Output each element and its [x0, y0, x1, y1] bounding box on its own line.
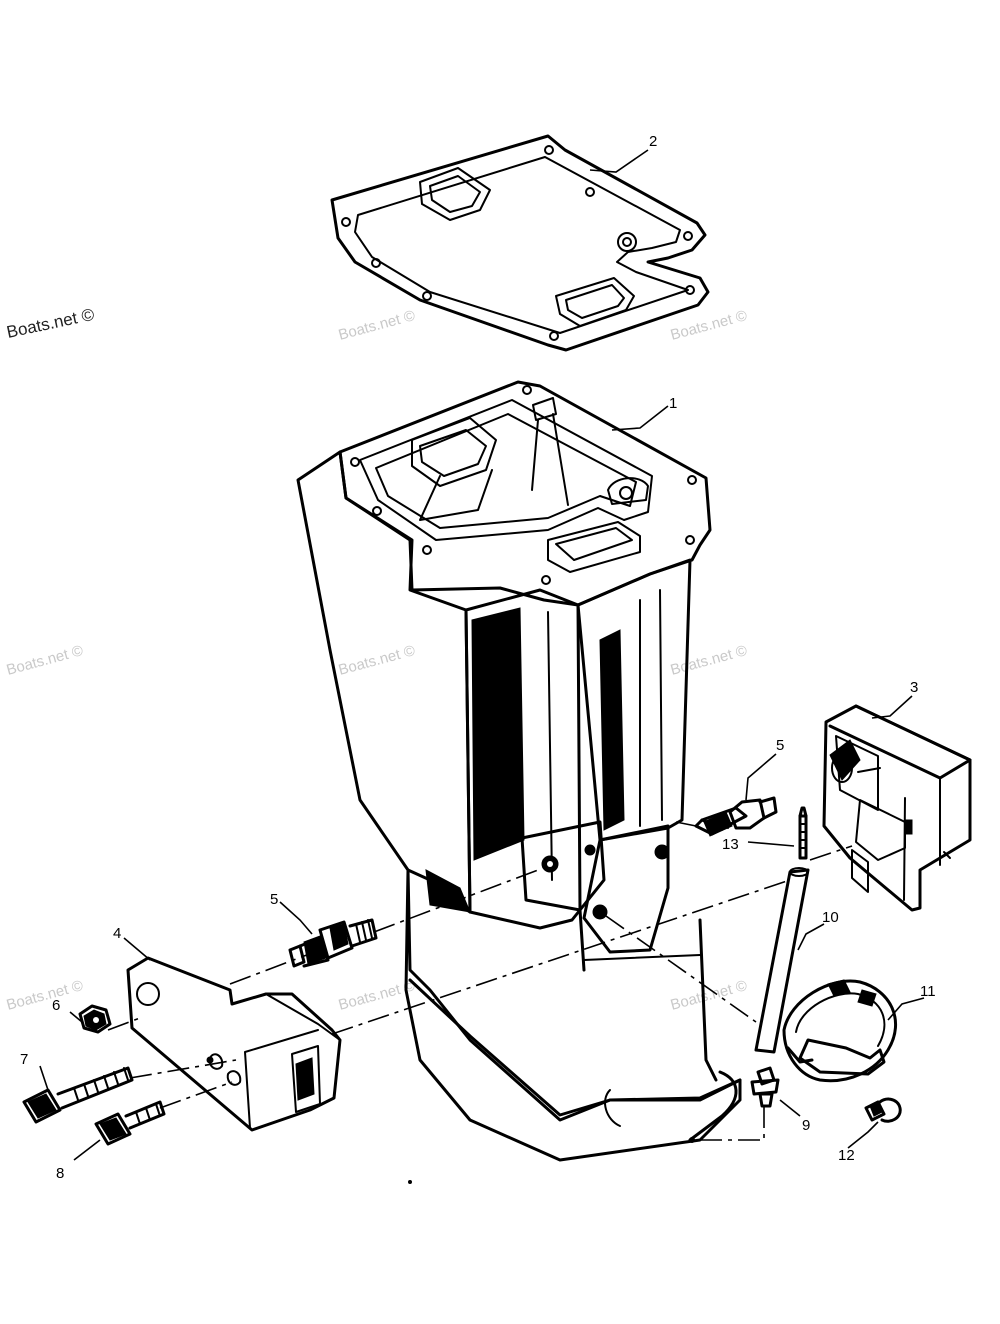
- part-2-gasket: [330, 134, 710, 352]
- watermarks: Boats.net © Boats.net © Boats.net © Boat…: [5, 305, 749, 1014]
- callout-labels: 2 1 3 5 13 5 10 4 11 6 7 9 12 8: [20, 133, 936, 1182]
- part-11-cover: [782, 979, 898, 1083]
- watermark-text: Boats.net ©: [337, 307, 417, 344]
- part-1-driveshaft-housing: [296, 380, 742, 1184]
- callout-12: 12: [838, 1147, 855, 1164]
- watermark-text: Boats.net ©: [669, 642, 749, 679]
- flange-holes: [350, 385, 697, 585]
- callout-8: 8: [56, 1165, 64, 1182]
- watermark-text: Boats.net ©: [5, 305, 97, 342]
- part-8-bolt: [94, 1100, 166, 1146]
- callout-5-lower: 5: [270, 891, 278, 908]
- part-5-stud-lower: [288, 918, 378, 968]
- part-13-rod: [798, 806, 808, 860]
- part-4-bracket: [126, 956, 342, 1132]
- watermark-text: Boats.net ©: [337, 642, 417, 679]
- part-10-hose: [754, 867, 810, 1054]
- callout-4: 4: [113, 925, 121, 942]
- part-12-screw: [864, 1097, 902, 1123]
- part-6-nut: [78, 1004, 112, 1034]
- gasket-holes: [341, 145, 695, 341]
- callout-2: 2: [649, 133, 657, 150]
- part-3-mount-bracket: [822, 704, 972, 912]
- callout-7: 7: [20, 1051, 28, 1068]
- callout-1: 1: [669, 395, 677, 412]
- callout-13: 13: [722, 836, 739, 853]
- watermark-text: Boats.net ©: [5, 642, 85, 679]
- leader-lines: [39, 149, 925, 1161]
- part-5-stud-upper: [694, 796, 778, 837]
- callout-11: 11: [920, 983, 936, 1000]
- part-9-fitting: [750, 1066, 780, 1108]
- callout-9: 9: [802, 1117, 810, 1134]
- callout-10: 10: [822, 909, 839, 926]
- callout-3: 3: [910, 679, 918, 696]
- part-7-bolt: [22, 1066, 134, 1124]
- alignment-lines: [107, 821, 853, 1141]
- callout-6: 6: [52, 997, 60, 1014]
- watermark-text: Boats.net ©: [669, 307, 749, 344]
- callout-5-upper: 5: [776, 737, 784, 754]
- watermark-text: Boats.net ©: [5, 977, 85, 1014]
